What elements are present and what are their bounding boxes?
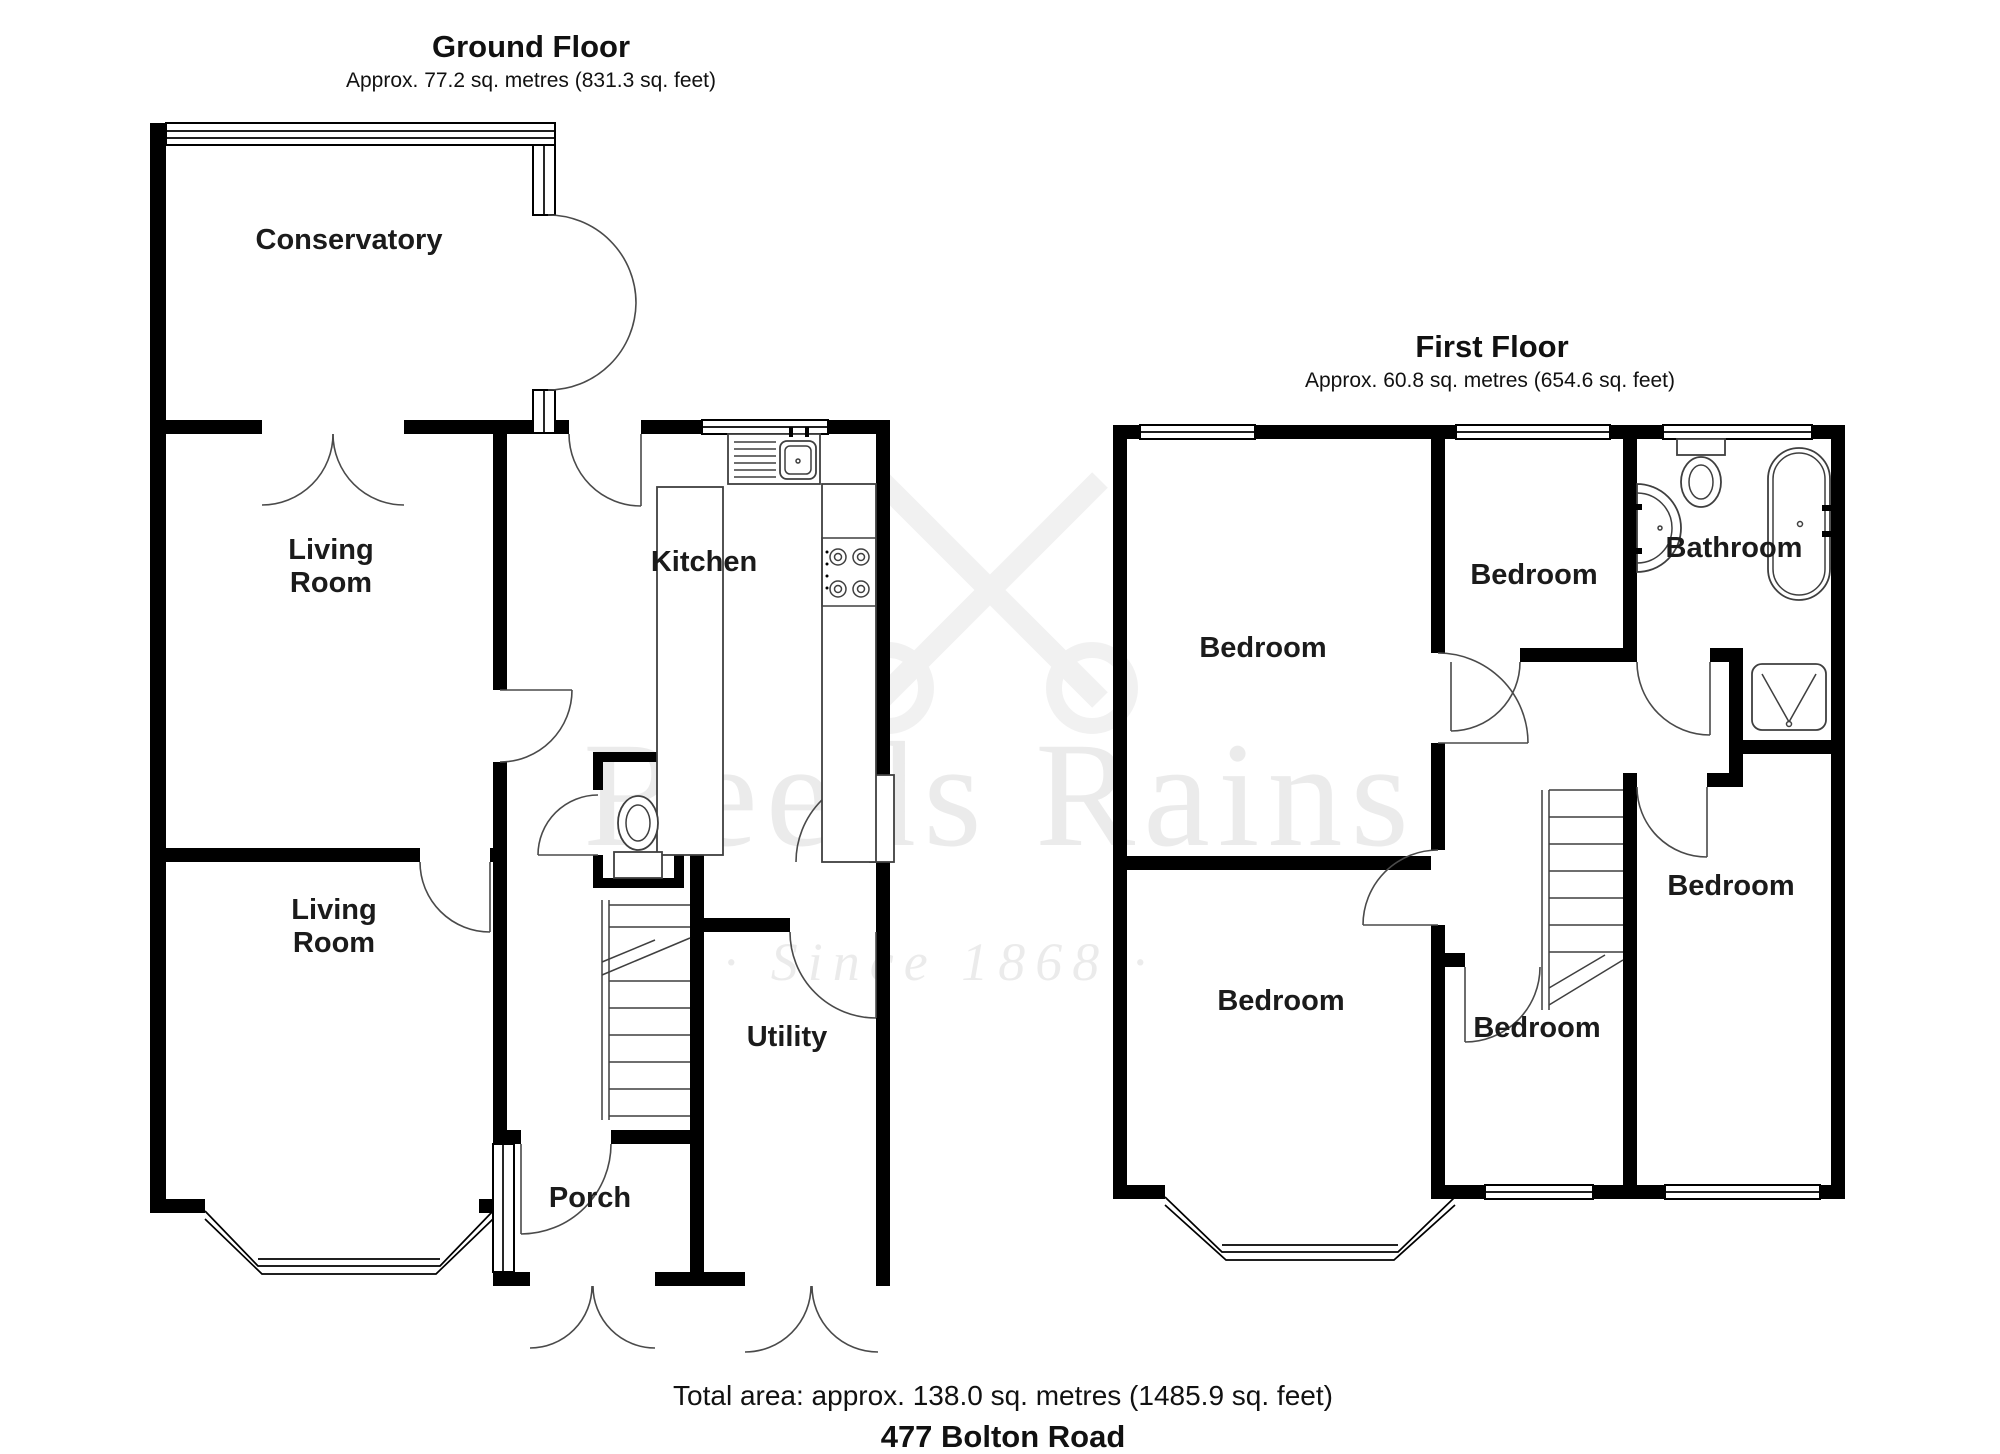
conservatory-glazing-top xyxy=(165,122,556,146)
room-label-utility: Utility xyxy=(747,1021,828,1053)
conservatory-glazing-right-upper xyxy=(532,144,556,216)
kitchen-fixtures xyxy=(656,427,877,863)
basin xyxy=(1630,483,1682,573)
ground-stairs xyxy=(601,900,691,1120)
bedroom-front-door xyxy=(1437,652,1529,744)
room-label-living-room-1-line2: Room xyxy=(290,567,372,599)
room-label-porch: Porch xyxy=(549,1182,631,1214)
shower xyxy=(1751,663,1827,731)
room-label-kitchen: Kitchen xyxy=(651,546,757,578)
bedroom-small-window xyxy=(1484,1184,1594,1200)
wc-door xyxy=(537,794,599,856)
ground-floor-subtitle: Approx. 77.2 sq. metres (831.3 sq. feet) xyxy=(346,69,716,92)
bedroom-small-door xyxy=(1464,966,1541,1043)
sink-unit xyxy=(727,427,821,485)
first-floor-walls xyxy=(1113,425,1845,1199)
ground-floor-plan: Ground Floor Approx. 77.2 sq. metres (83… xyxy=(150,29,895,1353)
bedroom-right-window xyxy=(1664,1184,1821,1200)
porch-outer-doors xyxy=(529,1285,656,1349)
living-room-2-door xyxy=(419,861,491,933)
ground-floor-title: Ground Floor xyxy=(432,29,630,64)
ground-floor-walls xyxy=(150,123,890,1286)
total-area-text: Total area: approx. 138.0 sq. metres (14… xyxy=(673,1380,1333,1411)
kitchen-counter-right xyxy=(821,483,877,863)
footer: Total area: approx. 138.0 sq. metres (14… xyxy=(673,1380,1333,1454)
ground-floor-windows xyxy=(165,122,829,1275)
room-label-conservatory: Conservatory xyxy=(256,224,443,256)
room-label-bedroom-middle: Bedroom xyxy=(1470,559,1597,591)
kitchen-door xyxy=(568,433,642,507)
first-floor-labels: First Floor Approx. 60.8 sq. metres (654… xyxy=(1199,329,1802,1044)
first-floor-doors xyxy=(1362,652,1711,1043)
utility-door xyxy=(789,931,877,1019)
conservatory-double-doors xyxy=(547,214,637,391)
first-floor-stairs xyxy=(1541,789,1624,1010)
bathtub xyxy=(1767,447,1836,601)
bedroom-middle-window xyxy=(1455,424,1611,440)
first-floor-subtitle: Approx. 60.8 sq. metres (654.6 sq. feet) xyxy=(1305,369,1675,392)
room-label-bathroom: Bathroom xyxy=(1666,532,1803,564)
bedroom-right-door xyxy=(1636,786,1708,858)
bathroom-window xyxy=(1662,424,1813,440)
room-label-living-room-2-line1: Living xyxy=(291,894,376,926)
hob xyxy=(821,537,877,607)
bay-window-ground xyxy=(204,1210,494,1275)
bathroom-door xyxy=(1636,661,1711,736)
first-floor-plan: First Floor Approx. 60.8 sq. metres (654… xyxy=(1113,329,1845,1261)
bay-window-first xyxy=(1164,1196,1456,1261)
first-floor-windows xyxy=(1139,424,1821,1261)
room-label-bedroom-back: Bedroom xyxy=(1217,985,1344,1017)
bedroom-back-door xyxy=(1362,849,1439,926)
address-text: 477 Bolton Road xyxy=(881,1419,1126,1454)
watermark-tagline: · Since 1868 · xyxy=(724,932,1156,992)
room-label-bedroom-small: Bedroom xyxy=(1473,1012,1600,1044)
porch-window xyxy=(492,1143,515,1273)
room-label-bedroom-right: Bedroom xyxy=(1667,870,1794,902)
room-label-bedroom-front: Bedroom xyxy=(1199,632,1326,664)
bedroom-middle-door xyxy=(1450,661,1521,732)
kitchen-window xyxy=(701,419,829,435)
crossed-keys-emblem xyxy=(842,472,1138,734)
french-doors-conservatory-living xyxy=(261,433,405,506)
conservatory-glazing-right-lower xyxy=(532,389,556,434)
wc-toilet xyxy=(613,795,663,879)
bathroom-fixtures xyxy=(1630,438,1836,731)
room-label-living-room-1-line1: Living xyxy=(288,534,373,566)
utility-outer-doors xyxy=(744,1285,879,1353)
first-floor-title: First Floor xyxy=(1415,329,1568,364)
ground-floor-labels: Ground Floor Approx. 77.2 sq. metres (83… xyxy=(256,29,828,1214)
room-label-living-room-2-line2: Room xyxy=(293,927,375,959)
living-room-1-door xyxy=(499,689,573,763)
bedroom-front-window xyxy=(1139,424,1256,440)
front-door xyxy=(520,1143,612,1235)
toilet xyxy=(1676,438,1726,508)
kitchen-counter-island xyxy=(656,486,724,856)
